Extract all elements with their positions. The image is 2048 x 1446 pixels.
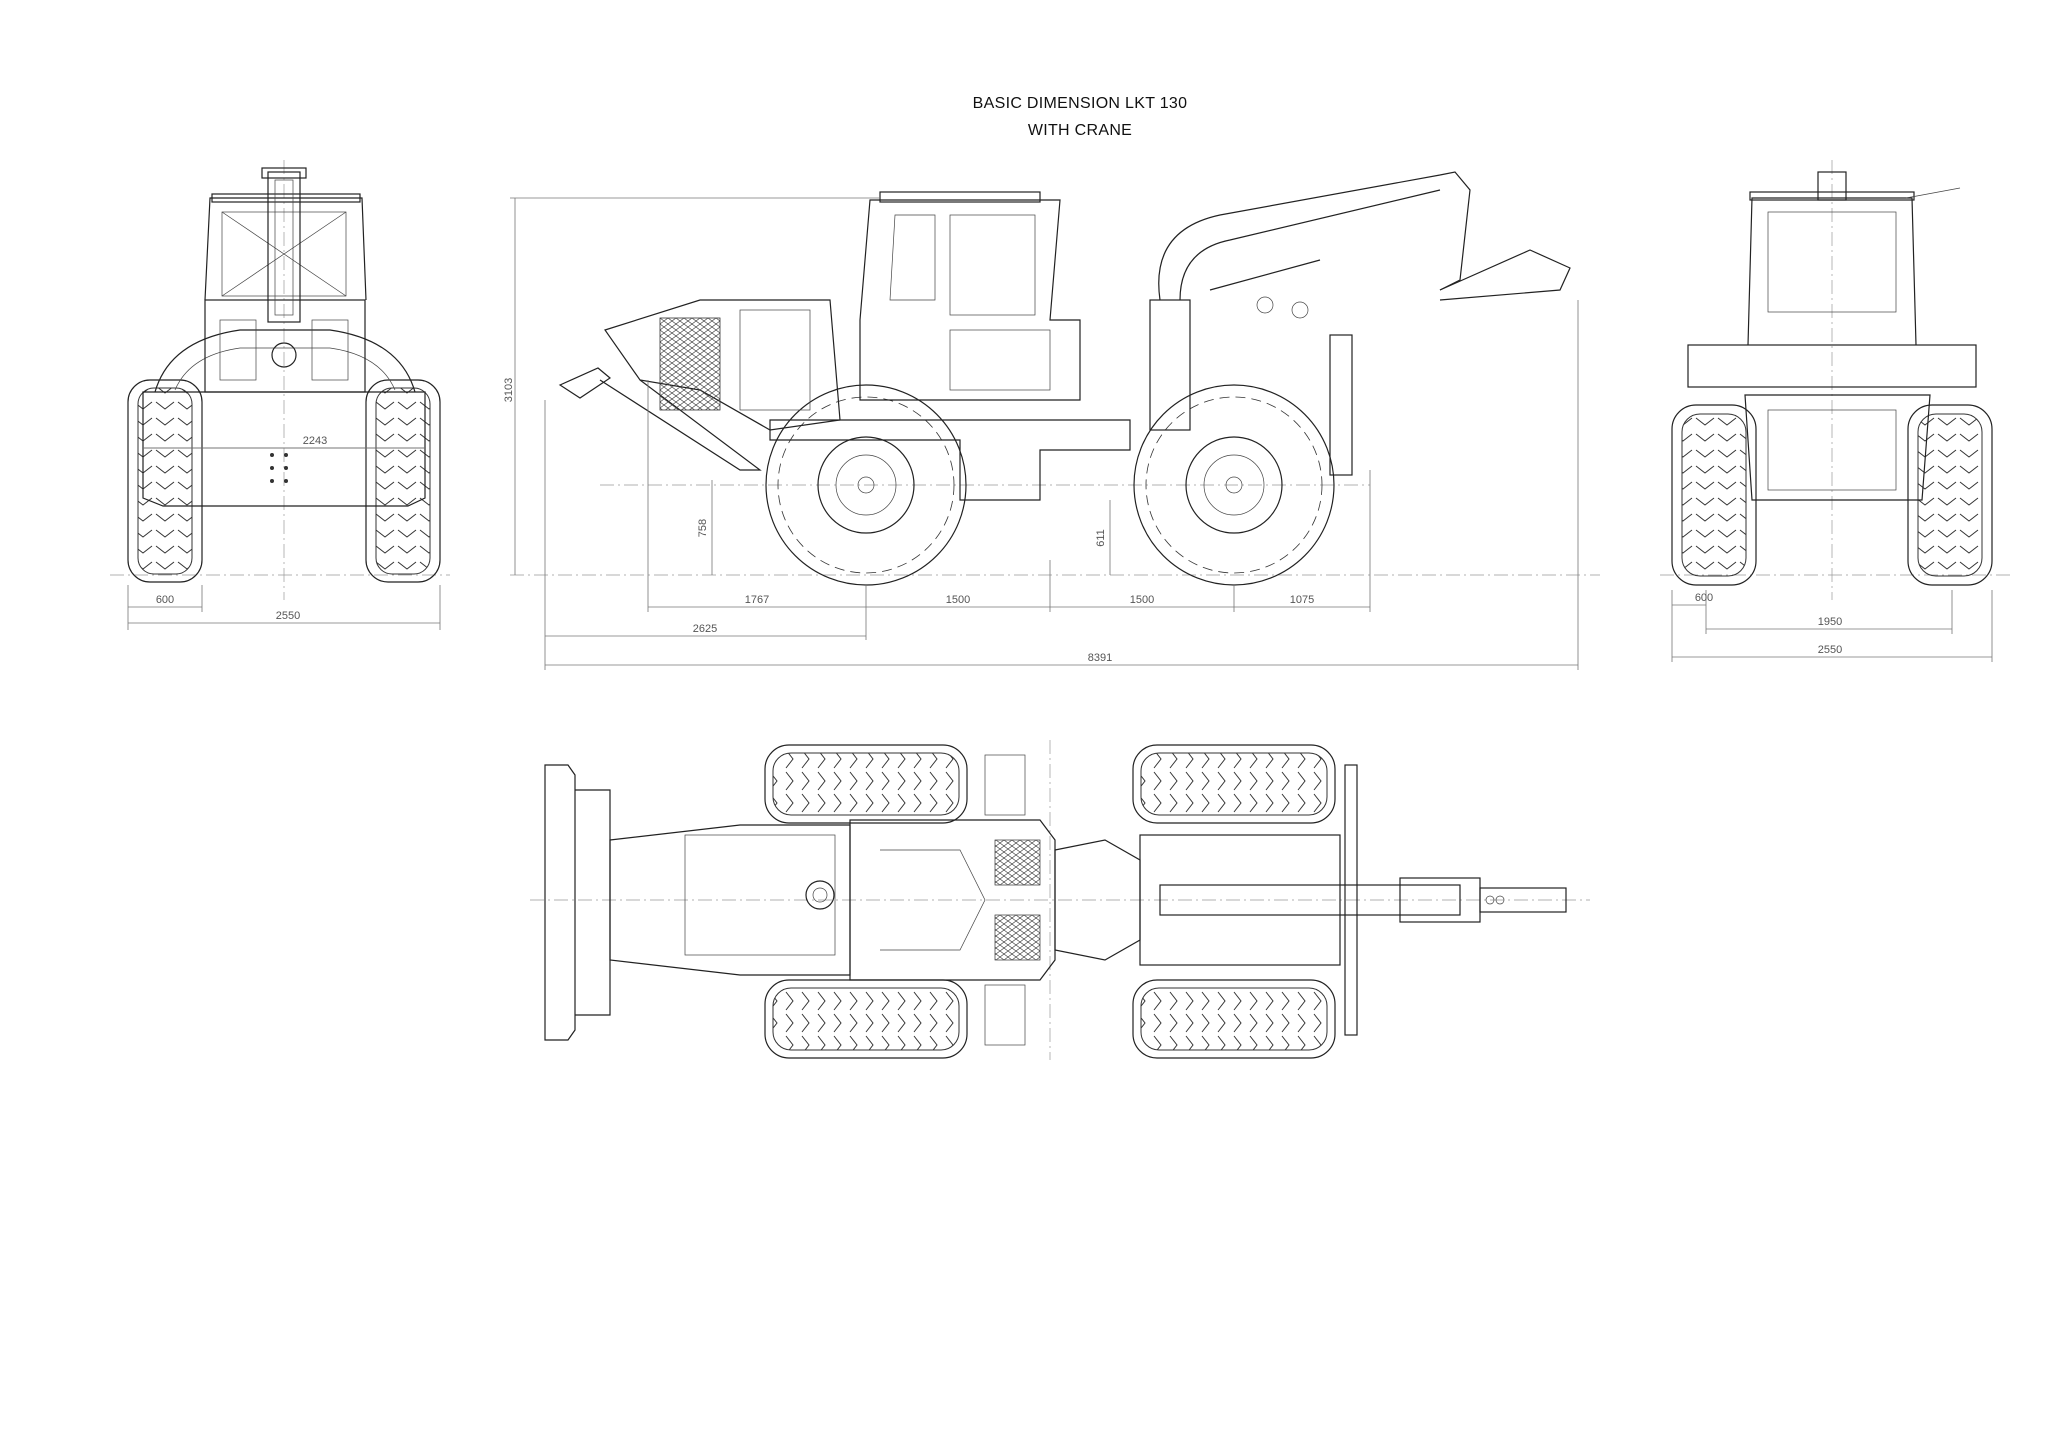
top-rear-left-tire	[1132, 744, 1336, 824]
front-crane-mast	[267, 171, 301, 323]
dim-rear-track-offset: 600	[1695, 592, 1713, 604]
dim-side-height: 3103	[503, 378, 515, 402]
rear-right-tire	[1907, 404, 1993, 586]
side-crane	[1149, 171, 1571, 431]
title-line-1: BASIC DIMENSION LKT 130	[972, 95, 1188, 112]
dim-front-overall-width: 2550	[276, 610, 300, 622]
title-line-2: WITH CRANE	[1027, 122, 1133, 139]
front-dimensions: 2243 600 2550	[127, 435, 441, 630]
rear-crane-top	[1817, 171, 1847, 201]
front-blade	[142, 391, 426, 507]
side-view	[510, 171, 1600, 586]
side-rear-plate	[1329, 334, 1353, 476]
top-blade	[544, 764, 576, 1041]
top-cab-roof	[849, 819, 1056, 981]
top-front-left-tire	[764, 744, 968, 824]
side-cab	[859, 199, 1081, 401]
dim-side-overall-length: 8391	[1088, 652, 1112, 664]
dim-side-rear-overhang: 1075	[1290, 594, 1314, 606]
front-view	[110, 160, 450, 600]
front-body	[204, 299, 366, 393]
side-engine-hood	[604, 299, 841, 431]
front-left-tire	[127, 379, 203, 583]
dim-side-front-to-axle: 2625	[693, 623, 717, 635]
top-view	[530, 740, 1590, 1060]
dim-side-wheelbase-front: 1500	[946, 594, 970, 606]
dim-side-wheelbase-rear: 1500	[1130, 594, 1154, 606]
side-chassis	[769, 419, 1131, 501]
front-right-tire	[365, 379, 441, 583]
rear-cab	[1747, 197, 1917, 346]
top-crane-boom	[1159, 884, 1461, 916]
drawing-title: BASIC DIMENSION LKT 130 WITH CRANE	[900, 90, 1260, 144]
rear-body	[1744, 394, 1931, 501]
dim-rear-overall-width: 2550	[1818, 644, 1842, 656]
dim-front-track-offset: 600	[156, 594, 174, 606]
top-crane-grapple	[1479, 887, 1567, 913]
front-cab	[204, 197, 367, 301]
rear-left-tire	[1671, 404, 1757, 586]
top-rear-frame	[1139, 834, 1341, 966]
dim-rear-track-width: 1950	[1818, 616, 1842, 628]
side-dimensions: 3103 758 611 1767 1500 1500 1075 2625 83…	[503, 197, 1579, 670]
side-crane-grapple	[1439, 249, 1571, 301]
dim-side-front-overhang: 1767	[745, 594, 769, 606]
dim-front-blade-width: 2243	[303, 435, 327, 447]
dim-side-blade-clearance: 758	[697, 519, 709, 537]
rear-view	[1660, 160, 2010, 600]
dim-side-rear-clearance: 611	[1095, 529, 1107, 547]
rear-dimensions: 600 1950 2550	[1671, 590, 1993, 662]
top-front-right-tire	[764, 979, 968, 1059]
top-rear-right-tire	[1132, 979, 1336, 1059]
rear-plate	[1687, 344, 1977, 388]
side-front-blade	[558, 367, 612, 399]
